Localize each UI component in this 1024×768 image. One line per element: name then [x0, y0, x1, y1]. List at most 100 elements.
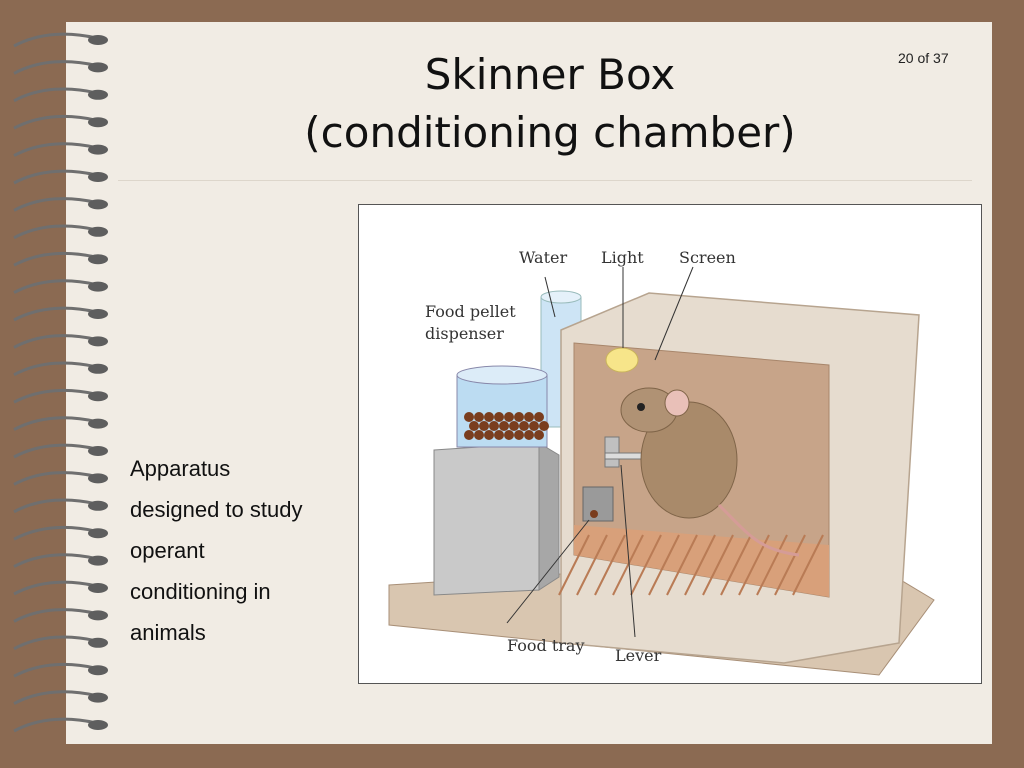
- floor-rod: [558, 534, 590, 596]
- spiral-ring: [13, 416, 97, 431]
- pointer-screen: [654, 266, 694, 361]
- title-line-1: Skinner Box: [424, 50, 676, 99]
- label-food-pellet-1: Food pellet: [425, 302, 516, 321]
- spiral-ring: [13, 690, 97, 705]
- spiral-hole: [88, 555, 108, 566]
- spiral-hole: [88, 199, 108, 210]
- floor-rod: [702, 534, 734, 596]
- caption-line: conditioning in: [130, 579, 271, 604]
- pointer-lever: [620, 464, 636, 638]
- pellet: [474, 412, 484, 422]
- spiral-ring: [13, 635, 97, 651]
- spiral-ring: [13, 279, 97, 294]
- floor-rod: [594, 534, 626, 596]
- pellet: [509, 421, 519, 431]
- spiral-hole: [88, 528, 108, 539]
- spiral-ring: [13, 306, 97, 322]
- spiral-ring: [13, 169, 97, 185]
- title-divider: [118, 180, 972, 181]
- floor-rod: [756, 534, 788, 596]
- spiral-ring: [13, 334, 97, 349]
- spiral-ring: [13, 60, 97, 75]
- lever-plate: [604, 436, 620, 468]
- pellet: [504, 412, 514, 422]
- pellet: [534, 430, 544, 440]
- pellet-jar-top: [456, 365, 548, 385]
- food-pellet: [590, 510, 598, 518]
- mouse-tail: [717, 503, 800, 557]
- spiral-hole: [88, 117, 108, 128]
- page-number: 20 of 37: [898, 50, 949, 66]
- spiral-ring: [13, 608, 97, 623]
- pellet: [514, 430, 524, 440]
- spiral-ring: [13, 251, 97, 267]
- floor-grid: [558, 534, 824, 596]
- pellet: [464, 430, 474, 440]
- label-lever: Lever: [615, 646, 662, 665]
- spiral-hole: [88, 254, 108, 265]
- spiral-hole: [88, 500, 108, 511]
- spiral-hole: [88, 665, 108, 676]
- spiral-hole: [88, 610, 108, 621]
- food-pellets: [464, 412, 549, 440]
- pellet: [539, 421, 549, 431]
- water-top: [540, 290, 582, 304]
- pellet: [484, 412, 494, 422]
- spiral-hole: [88, 89, 108, 100]
- spiral-hole: [88, 336, 108, 347]
- spiral-ring: [13, 224, 97, 240]
- pellet: [489, 421, 499, 431]
- floor-rod: [684, 534, 716, 596]
- skinner-box-figure: Water Light Screen Food pellet dispenser…: [358, 204, 982, 684]
- spiral-ring: [13, 580, 97, 596]
- light-bulb: [605, 347, 639, 373]
- label-screen: Screen: [679, 248, 736, 267]
- spiral-hole: [88, 144, 108, 155]
- mouse-eye: [637, 403, 645, 411]
- spiral-ring: [13, 87, 97, 103]
- spiral-hole: [88, 583, 108, 593]
- spiral-hole: [88, 692, 108, 703]
- spiral-ring: [13, 498, 97, 514]
- spiral-ring: [13, 197, 97, 212]
- spiral-ring: [13, 525, 97, 541]
- pellet: [524, 412, 534, 422]
- food-tray: [582, 486, 614, 522]
- pellet: [484, 430, 494, 440]
- pellet: [474, 430, 484, 440]
- spiral-ring: [13, 443, 97, 459]
- pellet: [529, 421, 539, 431]
- floor-rod: [612, 534, 644, 596]
- spiral-ring: [13, 471, 97, 486]
- floor-rod: [720, 534, 752, 596]
- spiral-hole: [88, 226, 108, 237]
- spiral-ring: [13, 114, 97, 130]
- caption-text: Apparatus designed to study operant cond…: [130, 448, 355, 653]
- pointer-water: [544, 276, 556, 318]
- spiral-ring: [13, 388, 97, 404]
- pellet: [464, 412, 474, 422]
- spiral-hole: [88, 473, 108, 484]
- slide-title: Skinner Box (conditioning chamber): [190, 46, 910, 162]
- floor-rod: [774, 534, 806, 596]
- spiral-hole: [88, 62, 108, 73]
- pellet: [479, 421, 489, 431]
- mouse-ear: [664, 389, 690, 417]
- spiral-hole: [88, 720, 108, 730]
- caption-line: Apparatus: [130, 456, 231, 481]
- spiral-hole: [88, 172, 108, 182]
- spiral-ring: [13, 717, 97, 733]
- dispenser-side: [538, 442, 560, 591]
- spiral-ring: [13, 361, 97, 377]
- floor-rod: [576, 534, 608, 596]
- spiral-ring: [13, 662, 97, 678]
- caption-line: operant: [130, 538, 205, 563]
- pellet: [524, 430, 534, 440]
- label-food-tray: Food tray: [507, 636, 584, 655]
- label-water: Water: [519, 248, 567, 267]
- spiral-hole: [88, 309, 108, 319]
- floor-rod: [630, 534, 662, 596]
- pellet: [494, 430, 504, 440]
- caption-line: designed to study: [130, 497, 303, 522]
- pellet: [469, 421, 479, 431]
